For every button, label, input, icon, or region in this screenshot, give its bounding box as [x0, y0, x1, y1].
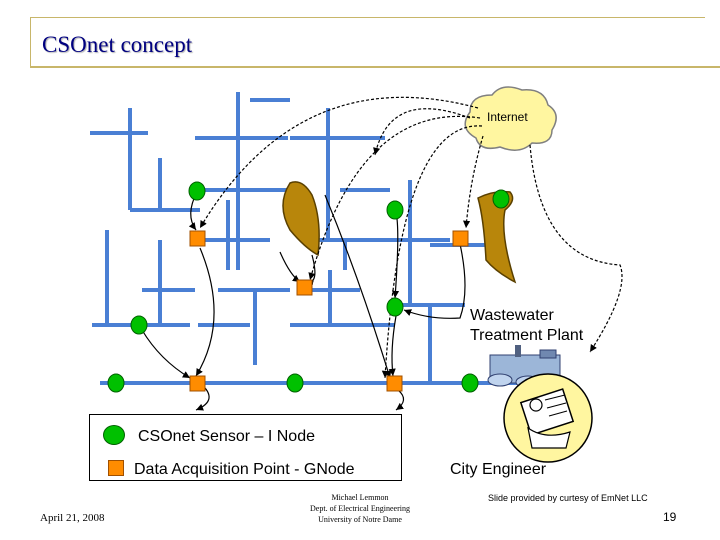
frame-left-rule	[30, 17, 31, 67]
inode-sensors	[107, 181, 510, 393]
gnode-points	[189, 230, 469, 392]
sensor-node	[130, 315, 148, 335]
sensor-node	[286, 373, 304, 393]
sensor-node	[461, 373, 479, 393]
slide-title: CSOnet concept	[42, 32, 193, 57]
title-rule	[30, 66, 720, 68]
sensor-node	[107, 373, 125, 393]
legend-gnode-icon	[108, 460, 124, 476]
gnode-point	[452, 230, 469, 247]
city-engineer-icon	[503, 373, 593, 463]
communication-links	[199, 96, 623, 379]
slide-date: April 21, 2008	[40, 512, 105, 524]
legend-gnode-label: Data Acquisition Point - GNode	[134, 461, 355, 478]
author-department: Dept. of Electrical Engineering	[310, 504, 410, 513]
slide-author: Michael Lemmon Dept. of Electrical Engin…	[280, 492, 440, 525]
legend-sensor-icon	[103, 425, 125, 445]
internet-cloud	[464, 86, 557, 151]
frame-top-rule	[30, 17, 705, 18]
sewer-network	[90, 92, 540, 385]
page-number: 19	[663, 510, 677, 524]
sensor-node	[188, 181, 206, 201]
gnode-point	[189, 375, 206, 392]
runoff-basin-right	[477, 190, 517, 284]
sensor-node	[386, 297, 404, 317]
legend-sensor-label: CSOnet Sensor – I Node	[138, 428, 315, 445]
gnode-point	[386, 375, 403, 392]
legend-box	[89, 414, 402, 481]
gnode-point	[296, 279, 313, 296]
wastewater-label-line1: Wastewater	[470, 307, 554, 324]
runoff-basin-left	[282, 181, 320, 257]
internet-label: Internet	[487, 110, 528, 124]
city-engineer-label: City Engineer	[450, 461, 547, 478]
author-university: University of Notre Dame	[318, 515, 402, 524]
gnode-point	[189, 230, 206, 247]
wastewater-label-line2: Treatment Plant	[470, 327, 584, 344]
sensor-node	[386, 200, 404, 220]
wastewater-plant-label: Wastewater Treatment Plant	[470, 306, 583, 346]
radio-links	[141, 191, 466, 411]
sensor-node	[492, 189, 510, 209]
author-name: Michael Lemmon	[331, 493, 389, 502]
slide-credit: Slide provided by curtesy of EmNet LLC	[488, 493, 648, 503]
